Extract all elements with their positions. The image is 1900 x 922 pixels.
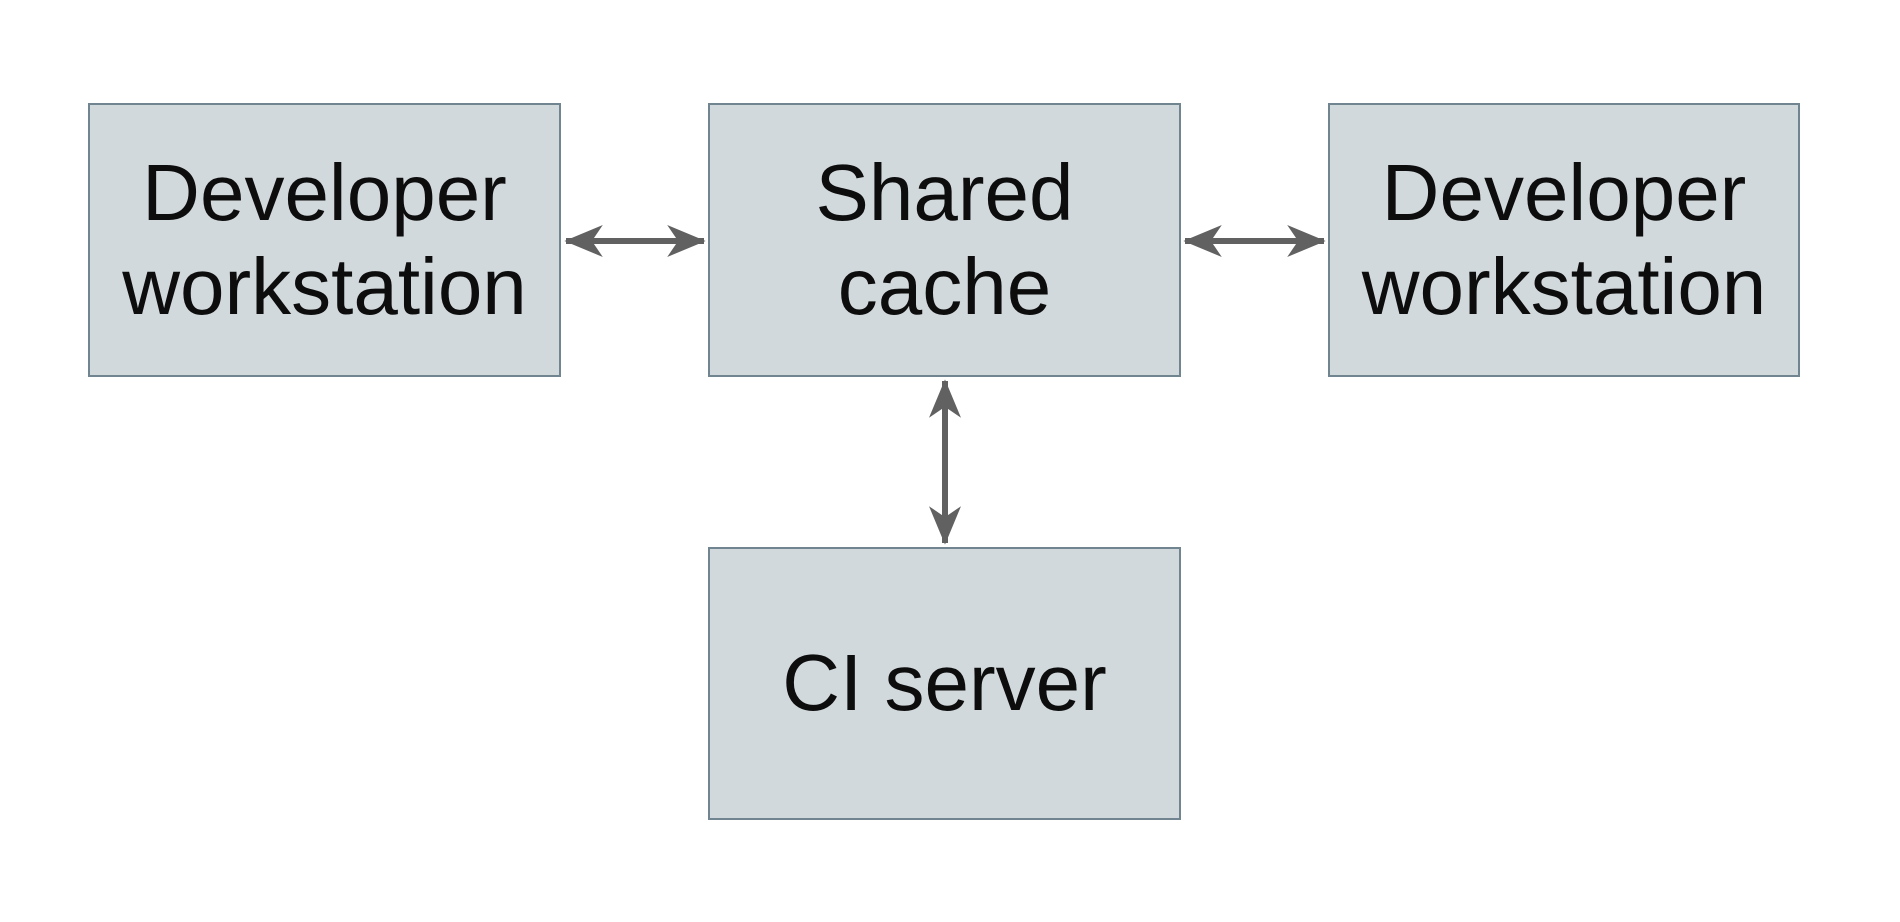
node-label: CI server [782,638,1107,728]
node-label: Developer workstation [122,147,527,331]
node-developer-workstation-right: Developer workstation [1328,103,1800,377]
node-ci-server: CI server [708,547,1181,820]
node-shared-cache: Shared cache [708,103,1181,377]
node-label: Developer workstation [1361,147,1767,331]
node-label: Shared cache [815,147,1074,331]
node-developer-workstation-left: Developer workstation [88,103,561,377]
